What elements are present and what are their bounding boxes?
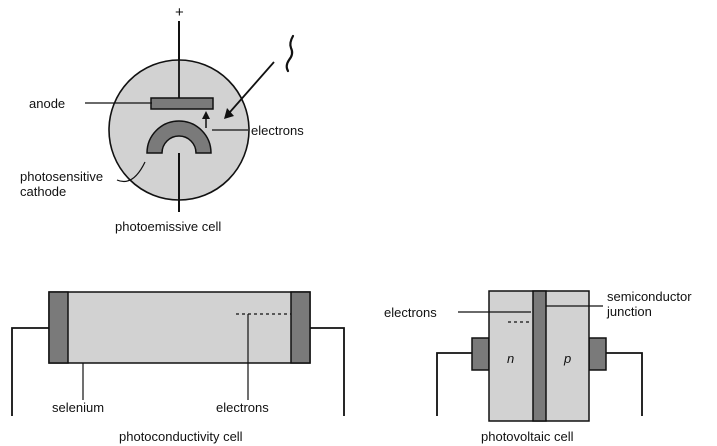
right-lead-wire bbox=[310, 327, 345, 416]
photovoltaic-caption: photovoltaic cell bbox=[481, 429, 574, 444]
selenium-layer bbox=[48, 291, 311, 364]
pv-right-lead-wire bbox=[606, 352, 643, 416]
selenium-label: selenium bbox=[52, 400, 104, 415]
photovoltaic-cell: electrons semiconductor junction n p pho… bbox=[384, 289, 692, 444]
light-ray-arrowhead bbox=[224, 108, 234, 119]
junction-label-line1: semiconductor bbox=[607, 289, 692, 304]
positive-terminal-label: + bbox=[175, 4, 184, 21]
light-ray-line bbox=[229, 61, 275, 113]
p-type-label: p bbox=[563, 351, 571, 366]
wavy-light-icon bbox=[285, 34, 295, 73]
electrons-label-photoconductivity: electrons bbox=[216, 400, 269, 415]
electrons-label-photovoltaic: electrons bbox=[384, 305, 437, 320]
electrons-label-photoemissive: electrons bbox=[251, 123, 304, 138]
photoemissive-caption: photoemissive cell bbox=[115, 219, 221, 234]
arrow-up-icon bbox=[202, 111, 210, 119]
cathode-leader-line bbox=[116, 161, 146, 183]
left-electrode bbox=[48, 291, 69, 364]
anode-plate bbox=[150, 97, 214, 110]
photoconductivity-cell: selenium electrons photoconductivity cel… bbox=[11, 291, 345, 444]
pv-left-lead-wire bbox=[436, 352, 472, 416]
photoconductivity-caption: photoconductivity cell bbox=[119, 429, 243, 444]
junction-label-line2: junction bbox=[606, 304, 652, 319]
cathode-label-line1: photosensitive bbox=[20, 169, 103, 184]
right-electrode bbox=[290, 291, 311, 364]
photosensitive-cathode bbox=[146, 120, 212, 154]
pv-left-contact bbox=[471, 337, 490, 371]
pv-right-contact bbox=[588, 337, 607, 371]
semiconductor-junction bbox=[532, 290, 547, 422]
n-type-label: n bbox=[507, 351, 514, 366]
left-lead-wire bbox=[11, 327, 49, 416]
photoemissive-cell: + anode electrons photosensitive cathode… bbox=[20, 4, 304, 234]
cathode-label-line2: cathode bbox=[20, 184, 66, 199]
anode-label: anode bbox=[29, 96, 65, 111]
